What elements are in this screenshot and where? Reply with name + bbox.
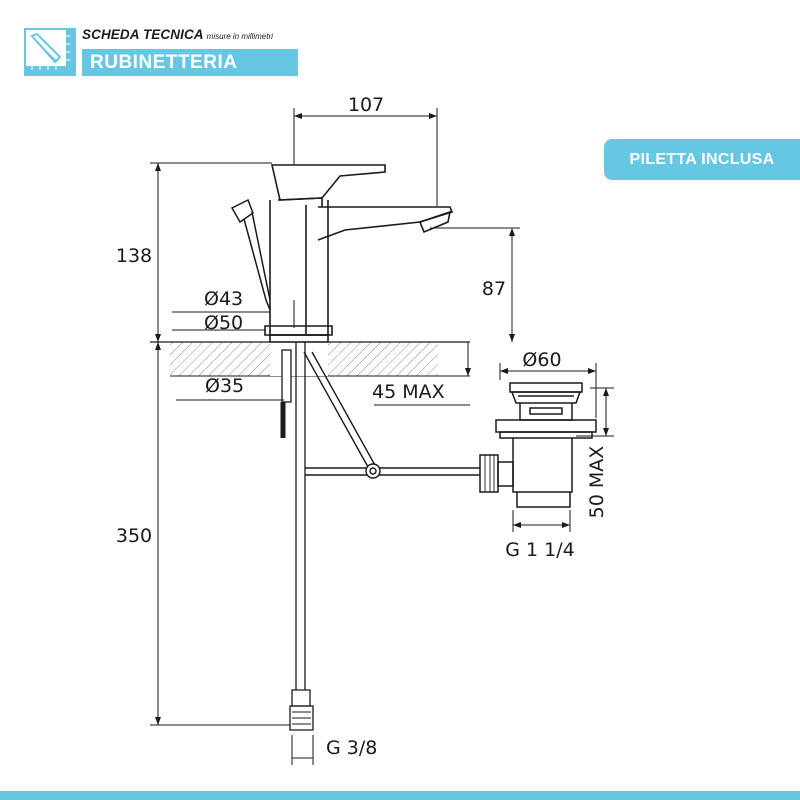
title-text: SCHEDA TECNICA bbox=[82, 27, 204, 42]
dim-total-height: 138 bbox=[116, 245, 152, 267]
countertop bbox=[150, 341, 470, 377]
dim-spout-reach: 107 bbox=[348, 94, 384, 116]
dim-hose-thread: G 3/8 bbox=[326, 737, 377, 759]
dim-drain-diameter: Ø60 bbox=[522, 349, 561, 371]
dimension-arrows bbox=[155, 113, 609, 725]
dim-hole-diameter: Ø35 bbox=[205, 375, 244, 397]
supply-hose bbox=[280, 342, 314, 731]
dim-spout-height: 87 bbox=[482, 278, 506, 300]
drain-rod bbox=[303, 351, 480, 479]
dim-deck-thickness: 45 MAX bbox=[372, 381, 445, 403]
dim-base-diameter-43: Ø43 bbox=[204, 288, 243, 310]
piletta-badge: PILETTA INCLUSA bbox=[604, 139, 800, 180]
bottom-accent-bar bbox=[0, 791, 800, 800]
dim-drain-thread: G 1 1/4 bbox=[505, 539, 574, 561]
section-badge: RUBINETTERIA bbox=[82, 49, 298, 76]
subtitle-text: misure in millimetri bbox=[206, 32, 273, 41]
dimension-lines bbox=[150, 108, 614, 765]
dim-base-diameter-50: Ø50 bbox=[204, 312, 243, 334]
drain-waste bbox=[479, 382, 597, 508]
ruler-pencil-icon bbox=[24, 28, 76, 76]
faucet-body bbox=[264, 164, 454, 343]
dim-drain-depth: 50 MAX bbox=[586, 446, 608, 519]
dim-hose-length: 350 bbox=[116, 525, 152, 547]
pop-up-lever bbox=[230, 198, 271, 311]
